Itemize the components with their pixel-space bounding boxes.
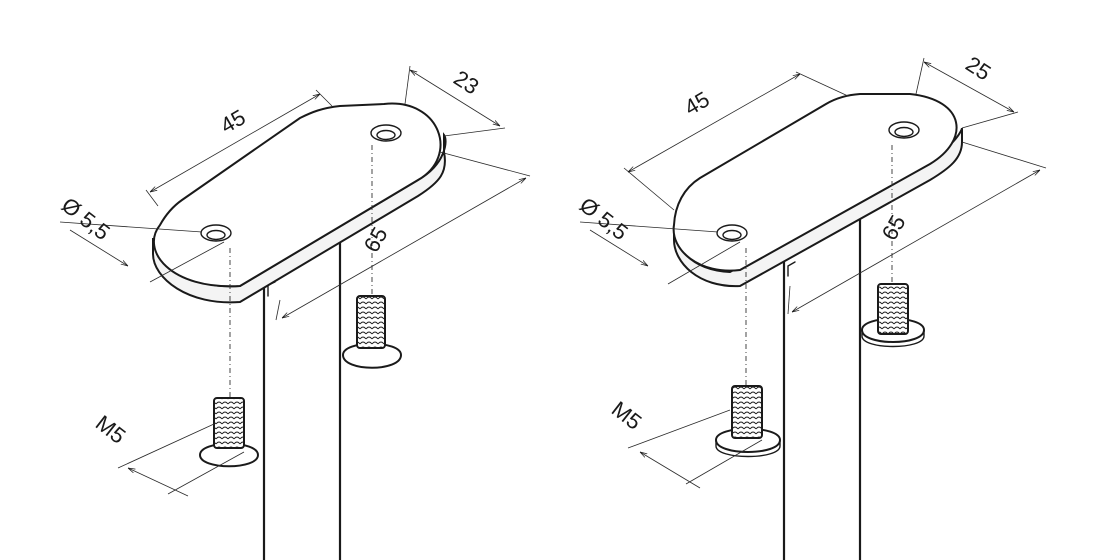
left-dim-hole: Ø 5,5 [57,192,115,245]
left-screw-front [198,397,260,468]
left-dim-thread: M5 [91,410,130,449]
left-part: 45 23 65 Ø 5,5 M5 [57,65,531,560]
left-dim-length: 45 [216,104,250,138]
left-dim-width: 23 [449,65,483,99]
left-plate [152,102,447,304]
right-hole-back [888,121,920,139]
right-hole-front [716,224,748,242]
left-tube [262,240,342,560]
right-dim-width: 25 [961,51,995,85]
right-dim-length: 45 [680,86,714,120]
right-dim-thread: M5 [607,396,646,435]
left-screw-back [341,295,403,369]
right-dim-spacing: 65 [877,211,911,245]
left-hole-front [200,224,232,242]
right-screw-back [860,283,926,348]
right-plate [672,93,963,288]
right-screw-front [714,385,782,458]
right-dim-hole: Ø 5,5 [575,192,633,245]
left-hole-back [370,124,402,142]
right-tube [782,218,862,560]
right-part: 45 25 65 Ø 5,5 M5 [575,51,1047,560]
